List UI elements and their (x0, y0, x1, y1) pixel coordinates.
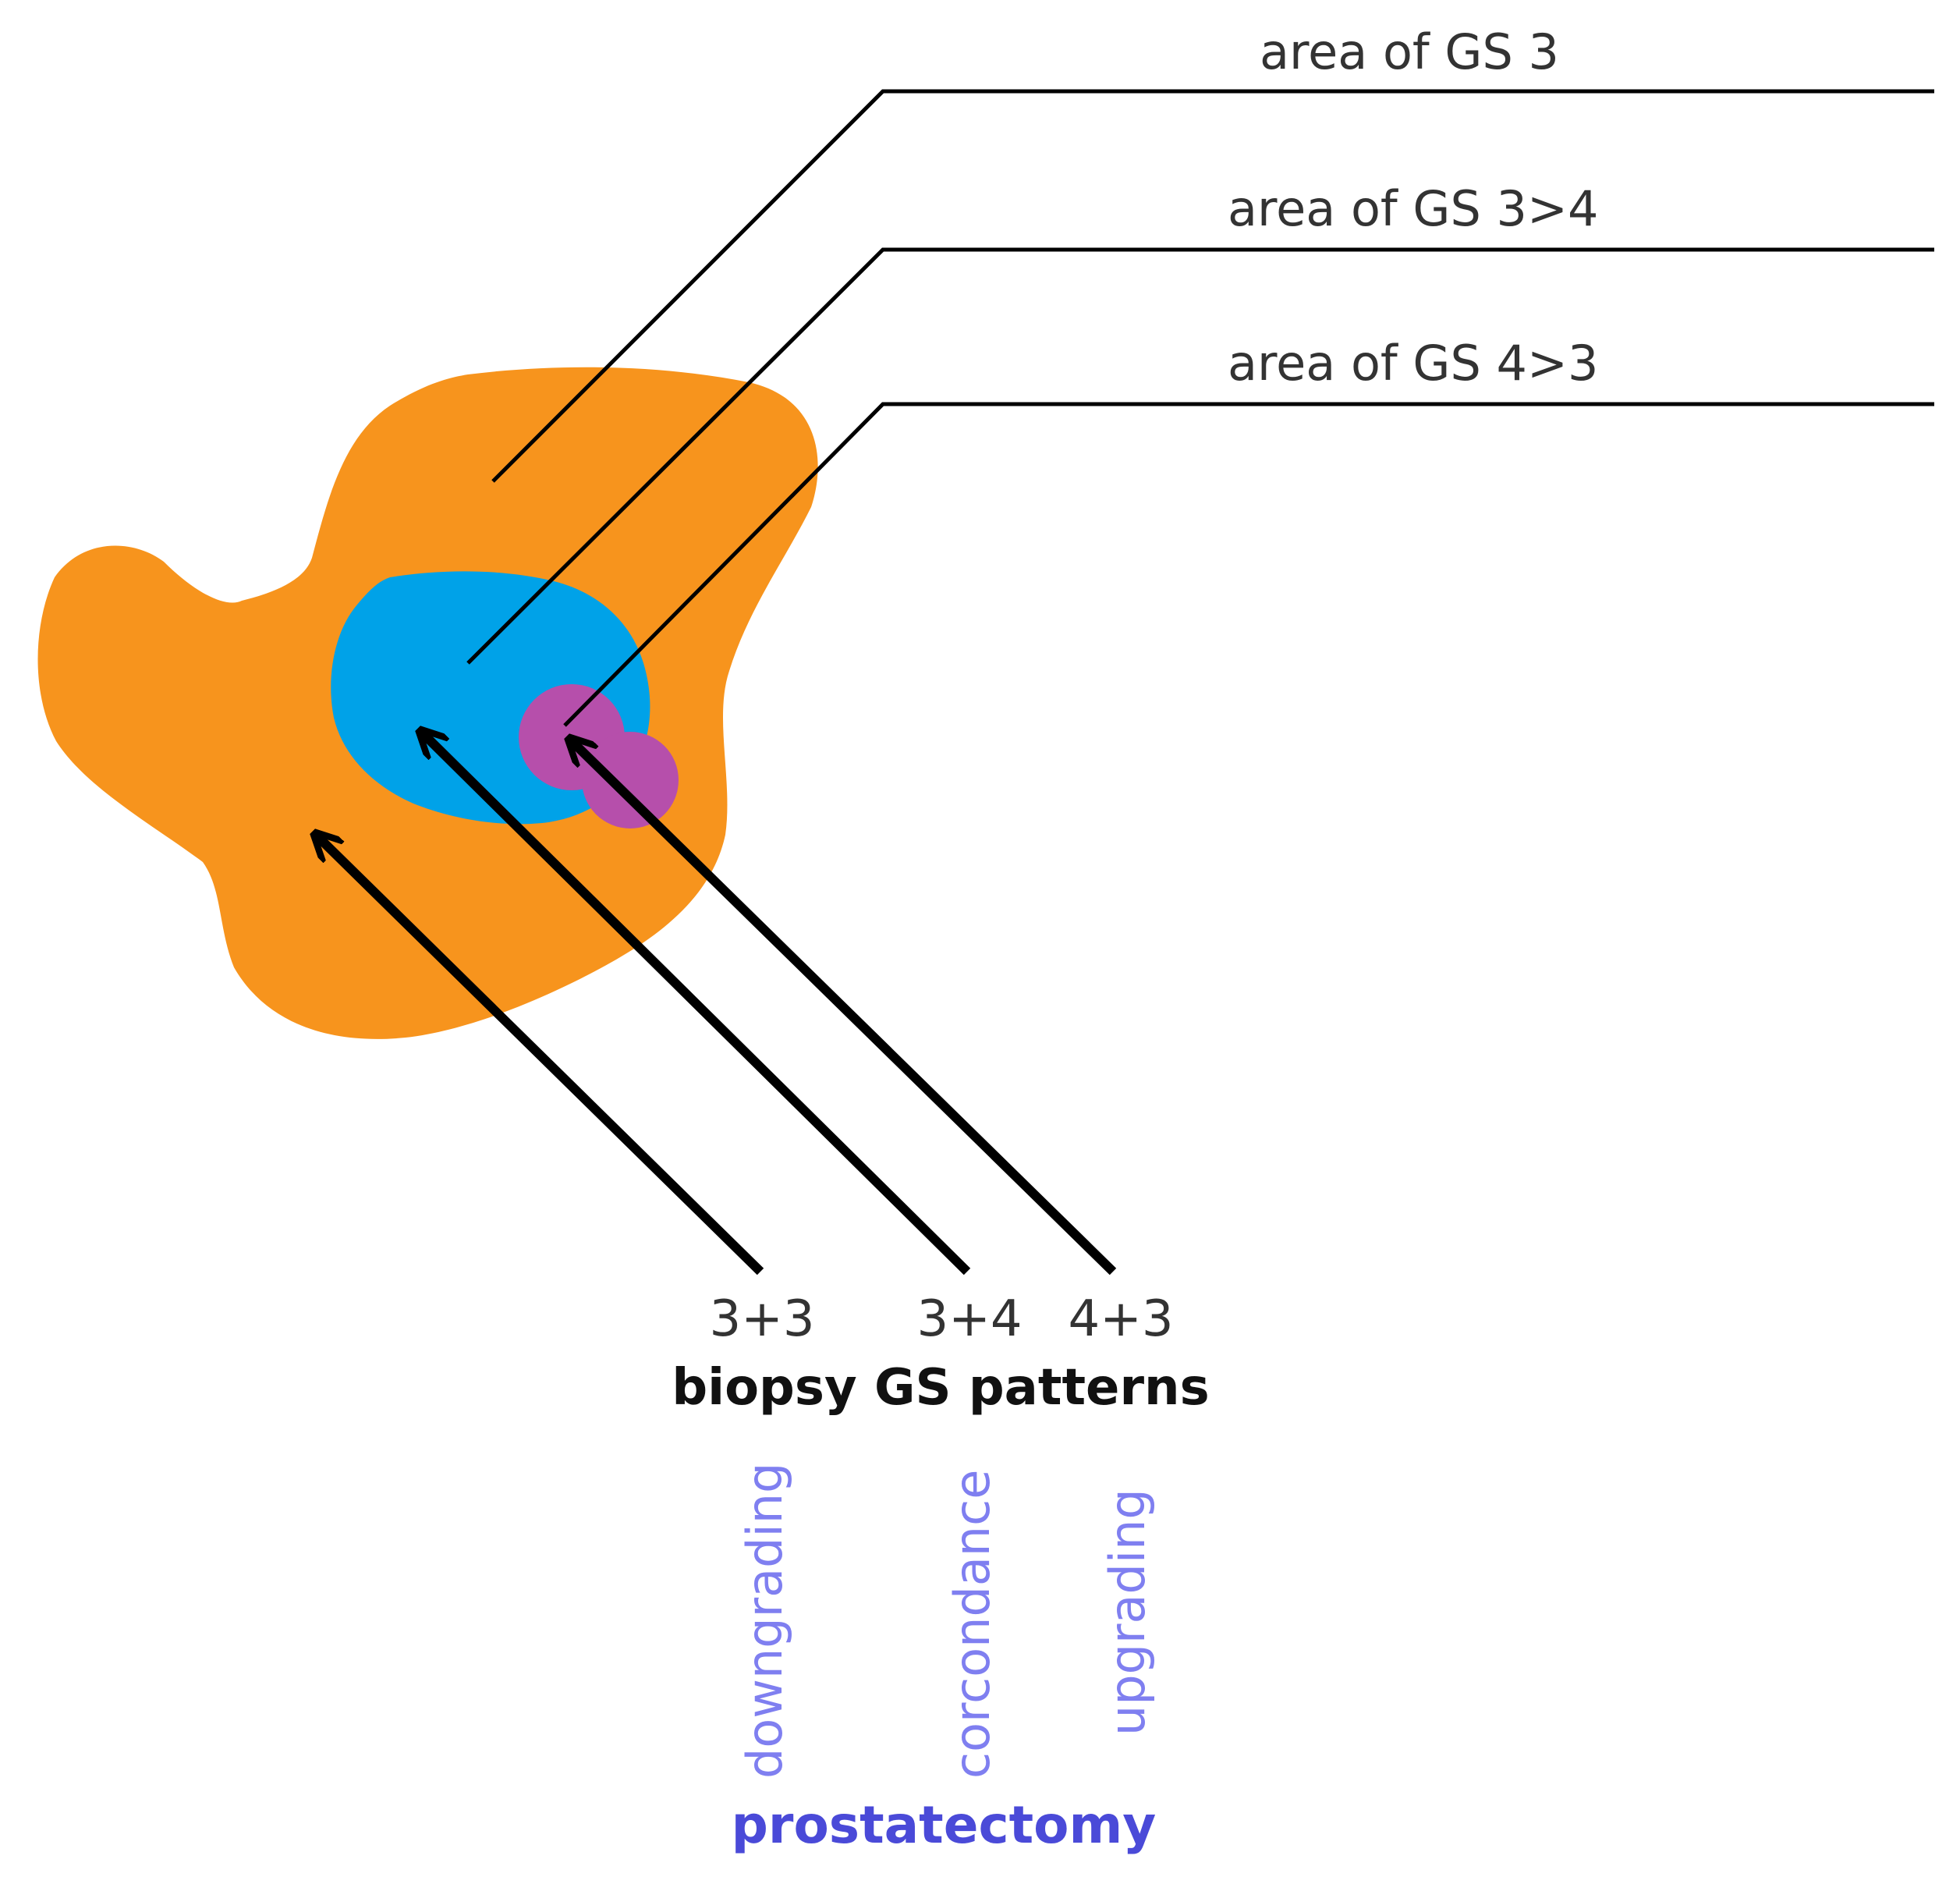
gs43-area-shape-lobe (582, 732, 679, 828)
prostatectomy-label: prostatectomy (732, 1795, 1157, 1855)
outcome-corcondance: corcondance (944, 1470, 1001, 1779)
outcome-downgrading: downgrading (736, 1463, 793, 1779)
arrow-4plus3 (571, 740, 1117, 1276)
biopsy-patterns-heading: biopsy GS patterns (672, 1359, 1209, 1417)
gs3-leader-line (491, 89, 1934, 483)
gs34-leader-line (466, 247, 1934, 665)
gs43-area-label: area of GS 4>3 (1228, 335, 1598, 392)
gs3-area-label: area of GS 3 (1260, 23, 1559, 80)
biopsy-score-4plus3: 4+3 (1068, 1290, 1173, 1348)
biopsy-score-3plus4: 3+4 (916, 1290, 1022, 1348)
gs34-area-label: area of GS 3>4 (1228, 180, 1598, 237)
biopsy-score-3plus3: 3+3 (709, 1290, 814, 1348)
arrow-3plus4 (422, 733, 971, 1276)
gs43-leader-line (563, 402, 1934, 727)
arrow-3plus3 (317, 836, 764, 1276)
outcome-upgrading: upgrading (1099, 1488, 1156, 1736)
